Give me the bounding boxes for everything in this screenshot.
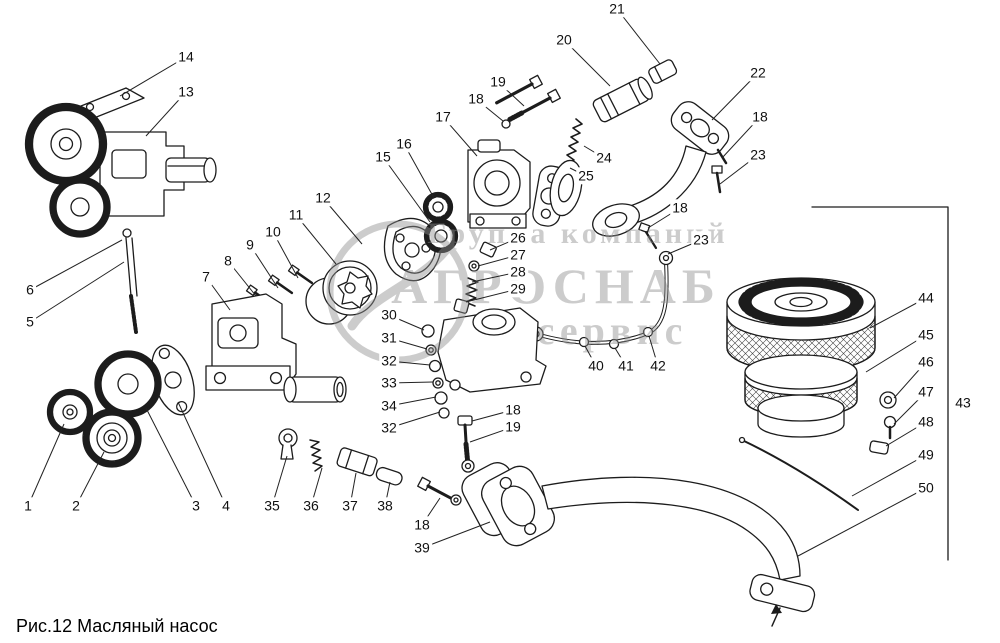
- part-number-44: 44: [916, 289, 936, 307]
- part-number-19: 19: [488, 73, 508, 91]
- part-number-18: 18: [412, 516, 432, 534]
- part-number-40: 40: [586, 357, 606, 375]
- part-number-26: 26: [508, 229, 528, 247]
- part-number-35: 35: [262, 497, 282, 515]
- part-number-21: 21: [607, 0, 627, 18]
- part-number-25: 25: [576, 167, 596, 185]
- part-number-42: 42: [648, 357, 668, 375]
- valve-assembly: [421, 241, 547, 419]
- drive-gears: [422, 191, 459, 254]
- part-number-10: 10: [263, 223, 283, 241]
- part-number-13: 13: [176, 83, 196, 101]
- part-number-37: 37: [340, 497, 360, 515]
- part-number-15: 15: [373, 148, 393, 166]
- oil-pump-gears: [46, 344, 195, 468]
- part-number-27: 27: [508, 246, 528, 264]
- part-number-16: 16: [394, 135, 414, 153]
- part-number-19: 19: [503, 418, 523, 436]
- part-number-8: 8: [222, 252, 234, 270]
- part-number-9: 9: [244, 236, 256, 254]
- part-number-18: 18: [503, 401, 523, 419]
- part-number-17: 17: [433, 108, 453, 126]
- part-number-38: 38: [375, 497, 395, 515]
- part-number-32: 32: [379, 352, 399, 370]
- watermark-text-company: Группа компаний: [427, 217, 728, 250]
- part-number-33: 33: [379, 374, 399, 392]
- part-number-3: 3: [190, 497, 202, 515]
- part-number-30: 30: [379, 306, 399, 324]
- watermark: Группа компаний АГРОСНАБ сервис: [326, 217, 728, 364]
- part-number-12: 12: [313, 189, 333, 207]
- rotor-and-cover: [305, 217, 442, 325]
- watermark-text-service: сервис: [537, 308, 688, 353]
- part-number-18: 18: [466, 90, 486, 108]
- part-number-32: 32: [379, 419, 399, 437]
- part-number-14: 14: [176, 48, 196, 66]
- fastener-row: [278, 428, 462, 506]
- part-number-4: 4: [220, 497, 232, 515]
- part-number-5: 5: [24, 313, 36, 331]
- part-number-18: 18: [670, 199, 690, 217]
- part-number-6: 6: [24, 281, 36, 299]
- part-number-1: 1: [22, 497, 34, 515]
- part-number-7: 7: [200, 268, 212, 286]
- upper-oil-pipe: [549, 101, 730, 237]
- part-number-47: 47: [916, 383, 936, 401]
- assembly-bracket-43: [811, 206, 949, 561]
- gear-drive-assembly: [24, 87, 217, 334]
- part-number-34: 34: [379, 397, 399, 415]
- part-number-46: 46: [916, 353, 936, 371]
- part-number-2: 2: [70, 497, 82, 515]
- part-number-11: 11: [286, 206, 306, 224]
- part-number-20: 20: [554, 31, 574, 49]
- center-bolt: [457, 415, 475, 473]
- part-number-49: 49: [916, 446, 936, 464]
- part-number-41: 41: [616, 357, 636, 375]
- part-number-24: 24: [594, 149, 614, 167]
- watermark-logo-swoosh: [347, 245, 451, 331]
- intake-pipe: [461, 462, 816, 627]
- part-number-23: 23: [748, 146, 768, 164]
- figure-caption: Рис.12 Масляный насос: [16, 616, 218, 636]
- part-number-23: 23: [691, 231, 711, 249]
- pump-body: [205, 264, 347, 403]
- part-number-36: 36: [301, 497, 321, 515]
- part-number-43: 43: [953, 394, 973, 412]
- part-number-48: 48: [916, 413, 936, 431]
- part-number-45: 45: [916, 326, 936, 344]
- part-number-39: 39: [412, 539, 432, 557]
- part-number-22: 22: [748, 64, 768, 82]
- part-number-28: 28: [508, 263, 528, 281]
- watermark-text-brand: АГРОСНАБ: [391, 258, 721, 314]
- part-number-29: 29: [508, 280, 528, 298]
- part-number-18: 18: [750, 108, 770, 126]
- part-number-50: 50: [916, 479, 936, 497]
- part-number-31: 31: [379, 329, 399, 347]
